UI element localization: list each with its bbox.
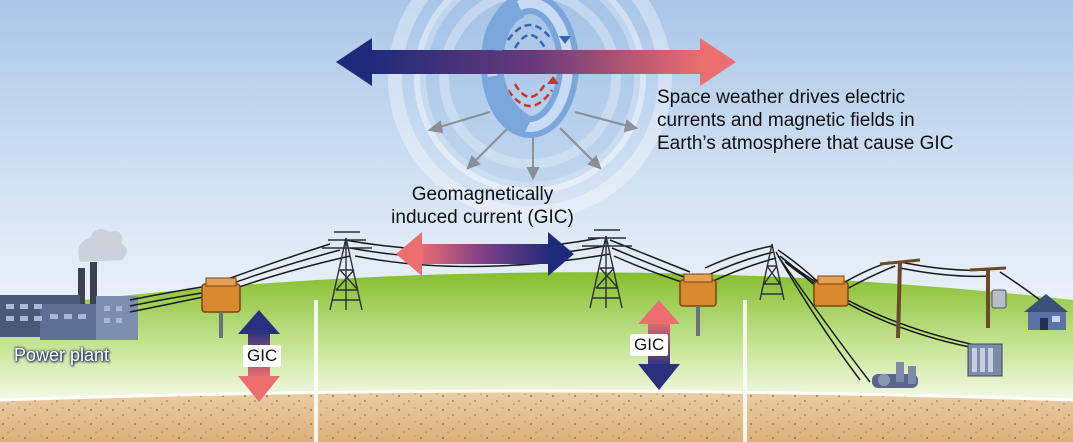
gic-label-line-1: Geomagnetically — [411, 184, 554, 205]
gic-ground-label-left: GIC — [243, 345, 282, 367]
power-plant-label: Power plant — [14, 345, 110, 365]
pole-transformer-icon — [991, 289, 1007, 309]
space-weather-caption: Space weather drives electric currents a… — [657, 86, 953, 155]
caption-line-2: currents and magnetic fields in — [657, 110, 915, 131]
gic-label-line-2: induced current (GIC) — [391, 207, 574, 228]
sky-current-arrow — [336, 38, 736, 86]
gic-label: Geomagnetically induced current (GIC) — [380, 183, 585, 229]
magnetic-field-rings — [388, 0, 672, 220]
house-icon — [1024, 294, 1068, 330]
caption-line-1: Space weather drives electric — [657, 87, 906, 108]
field-direction-arrows — [427, 111, 639, 181]
ground-rods — [314, 300, 747, 442]
gic-line-arrow — [396, 232, 574, 276]
factory-icon — [872, 343, 1003, 388]
utility-pole-icon — [879, 258, 1007, 339]
power-lines — [129, 237, 1041, 383]
power-plant-icon — [0, 229, 138, 340]
loop-front-segment — [482, 0, 525, 52]
transformer-icon — [201, 273, 849, 338]
gic-ground-label-right: GIC — [630, 334, 669, 356]
transmission-tower-icon — [322, 229, 785, 311]
loop-front-segment-lower — [484, 74, 533, 135]
caption-line-3: Earth’s atmosphere that cause GIC — [657, 133, 954, 154]
